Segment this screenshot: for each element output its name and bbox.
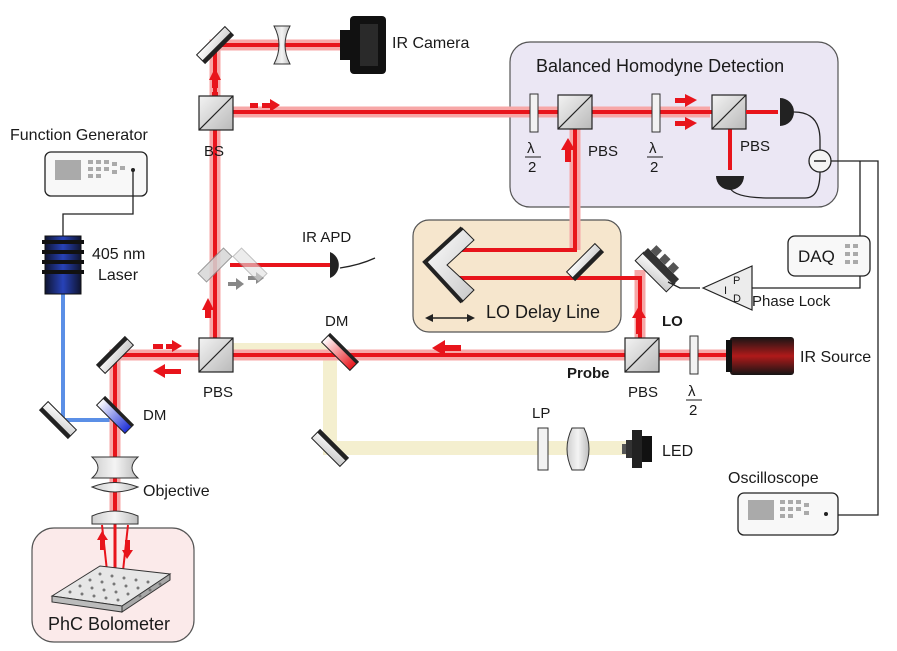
ir-apd-detector <box>330 252 376 278</box>
mirror-left-lower <box>38 400 78 440</box>
mirror-left-upper <box>95 335 135 375</box>
ir-apd-label: IR APD <box>302 229 351 246</box>
beam-direction-arrows <box>97 68 697 559</box>
objective <box>90 456 140 525</box>
delay-line-travel-arrow <box>425 314 475 322</box>
dm-label-red: DM <box>325 313 348 330</box>
pid-controller <box>701 265 753 311</box>
delay-line-retroreflector <box>422 226 475 304</box>
flip-beam-splitter <box>197 247 268 283</box>
bhd-panel <box>509 41 839 208</box>
pbs-left-label: PBS <box>203 384 233 401</box>
delay-line-label: LO Delay Line <box>486 302 600 322</box>
hwp-bhd1-den: 2 <box>528 159 536 176</box>
beam-splitter-bs <box>198 95 234 131</box>
laser-405-label-2: Laser <box>98 267 139 284</box>
half-wave-plate-bhd-1 <box>529 93 539 133</box>
oscilloscope-label: Oscilloscope <box>728 470 819 487</box>
laser-405 <box>42 235 84 295</box>
pid-d-label: D <box>733 293 741 305</box>
hwp-bhd2-den: 2 <box>650 159 658 176</box>
fg-laser-cable <box>62 170 134 236</box>
pid-p-label: P <box>733 275 740 287</box>
objective-label: Objective <box>143 483 210 500</box>
hwp-source-num: λ <box>688 383 696 400</box>
pid-i-label: I <box>724 285 727 297</box>
subtractor <box>808 149 832 173</box>
led-source <box>622 430 652 468</box>
delay-line-mirror <box>565 242 605 282</box>
ir-camera-lens <box>273 25 291 65</box>
pbs-probe <box>624 337 660 373</box>
piezo-mirror <box>634 245 680 293</box>
phc-bolometer-chip <box>50 565 172 613</box>
pbs-bhd2-label: PBS <box>740 138 770 155</box>
daq-label: DAQ <box>798 247 835 266</box>
function-generator <box>44 151 148 197</box>
ir-camera <box>340 16 386 74</box>
laser-405-label-1: 405 nm <box>92 246 145 263</box>
half-wave-plate-source <box>689 335 699 375</box>
subtractor-output-cable <box>831 160 879 516</box>
dichroic-mirror-red <box>320 332 360 372</box>
mirror-led <box>310 428 350 468</box>
hwp-source-den: 2 <box>689 402 697 419</box>
daq <box>787 235 871 277</box>
pbs-bhd-2 <box>711 94 747 130</box>
pbs-bhd-1 <box>557 94 593 130</box>
pbs-left <box>198 337 234 373</box>
lo-label: LO <box>662 313 683 330</box>
bolometer-label: PhC Bolometer <box>48 614 170 634</box>
function-generator-label: Function Generator <box>10 127 149 144</box>
photodiode-2 <box>716 176 744 190</box>
pid-to-piezo-cable <box>667 281 700 289</box>
led-lens <box>566 427 590 471</box>
ir-source-label: IR Source <box>800 349 871 366</box>
dichroic-mirror-blue <box>95 395 135 435</box>
bs-label: BS <box>204 143 224 160</box>
top-left-mirror <box>195 25 235 65</box>
hwp-bhd1-num: λ <box>527 140 535 157</box>
phase-lock-label: Phase Lock <box>752 293 831 310</box>
led-label: LED <box>662 443 693 460</box>
pbs-probe-label: PBS <box>628 384 658 401</box>
ir-source <box>726 337 794 375</box>
photodiode-1 <box>746 98 794 126</box>
photodiode-wire-1 <box>793 111 821 150</box>
pbs-bhd1-label: PBS <box>588 143 618 160</box>
probe-label: Probe <box>567 365 610 382</box>
lp-label: LP <box>532 405 550 422</box>
oscilloscope <box>737 492 839 536</box>
bhd-title: Balanced Homodyne Detection <box>536 56 784 76</box>
half-wave-plate-bhd-2 <box>651 93 661 133</box>
photodiode-wire-2 <box>729 171 821 199</box>
ir-camera-label: IR Camera <box>392 35 469 52</box>
dm-label-blue: DM <box>143 407 166 424</box>
long-pass-filter <box>537 427 549 471</box>
hwp-bhd2-num: λ <box>649 140 657 157</box>
